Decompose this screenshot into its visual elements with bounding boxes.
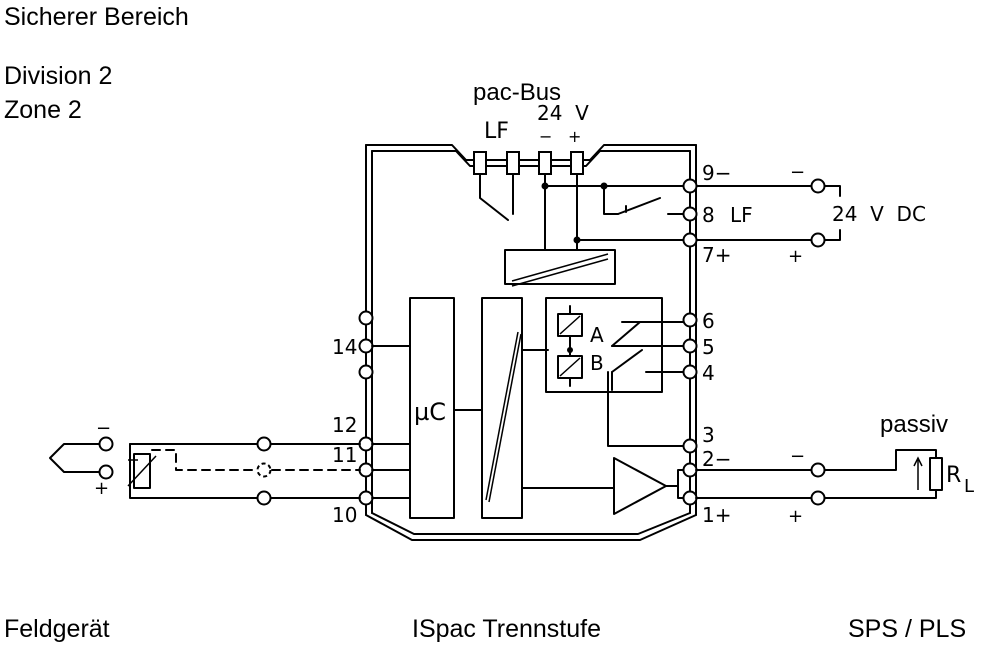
passive-mode-label: passiv xyxy=(880,411,948,438)
terminal-6-label: 6 xyxy=(702,309,715,333)
pac-bus-title: pac-Bus xyxy=(473,79,561,106)
supply-voltage-label: 24 V DC xyxy=(832,202,926,226)
microcontroller-label: µC xyxy=(414,398,446,426)
output-amplifier xyxy=(521,457,691,515)
field-device-label: Feldgerät xyxy=(4,615,110,643)
division-label: Division 2 xyxy=(4,62,112,90)
microcontroller-block: µC xyxy=(409,297,455,519)
field-junction-3 xyxy=(256,490,272,506)
field-plus-label: + xyxy=(94,478,109,499)
terminal-2 xyxy=(682,462,698,478)
relay-to-terminal-3-wire xyxy=(607,371,691,447)
supply-minus-label: − xyxy=(790,162,805,183)
field-junction-1 xyxy=(256,436,272,452)
field-wiring xyxy=(49,443,361,499)
terminal-1-label: 1+ xyxy=(702,503,731,527)
bus-pin-lf1 xyxy=(473,151,487,175)
dc-converter-block xyxy=(504,249,616,287)
terminal-10-label: 10 xyxy=(332,503,357,527)
terminal-9-label: 9− xyxy=(702,161,731,185)
relay-block: A B xyxy=(545,297,691,393)
terminal-8 xyxy=(682,206,698,222)
terminal-10 xyxy=(358,490,374,506)
bus-connector xyxy=(473,151,584,251)
terminal-7 xyxy=(682,232,698,248)
terminal-2-label: 2− xyxy=(702,447,731,471)
output-loop xyxy=(695,449,943,499)
bus-pin-lf2 xyxy=(506,151,520,175)
terminal-11-label: 11 xyxy=(332,443,357,467)
terminal-3-label: 3 xyxy=(702,423,715,447)
plc-label: SPS / PLS xyxy=(848,615,966,643)
terminal-12-label: 12 xyxy=(332,413,357,437)
safe-area-label: Sicherer Bereich xyxy=(4,3,189,31)
bus-plus-label: + xyxy=(568,127,581,146)
terminal-5 xyxy=(682,338,698,354)
field-terminal-plus xyxy=(98,464,114,480)
terminal-4-label: 4 xyxy=(702,361,715,385)
supply-lf-label: LF xyxy=(730,203,753,227)
load-resistor-label: R xyxy=(946,463,961,488)
field-terminal-minus xyxy=(98,436,114,452)
terminal-13 xyxy=(358,310,374,326)
supply-terminal-minus xyxy=(810,178,826,194)
bus-lf-label: LF xyxy=(484,119,509,144)
terminal-11 xyxy=(358,462,374,478)
supply-terminal-plus xyxy=(810,232,826,248)
terminal-9 xyxy=(682,178,698,194)
load-resistor-subscript: L xyxy=(964,476,974,497)
terminal-8-label: 8 xyxy=(702,203,715,227)
terminal-1 xyxy=(682,490,698,506)
galvanic-isolation-block xyxy=(481,297,523,519)
supply-plus-label: + xyxy=(788,246,803,267)
plc-plus-label: + xyxy=(788,506,803,527)
terminal-6 xyxy=(682,312,698,328)
bus-voltage-label: 24 V xyxy=(537,101,589,125)
module-enclosure xyxy=(365,144,697,541)
terminal-12 xyxy=(358,436,374,452)
terminal-15 xyxy=(358,364,374,380)
terminal-14-label: 14 xyxy=(332,335,357,359)
terminal-14 xyxy=(358,338,374,354)
plc-minus-label: − xyxy=(790,446,805,467)
plc-terminal-minus xyxy=(810,462,826,478)
bus-minus-label: − xyxy=(539,127,552,146)
field-minus-label: − xyxy=(96,418,111,439)
isolator-label: ISpac Trennstufe xyxy=(412,615,601,643)
field-junction-2 xyxy=(256,462,272,478)
plc-terminal-plus xyxy=(810,490,826,506)
bus-pin-plus xyxy=(570,151,584,175)
terminal-7-label: 7+ xyxy=(702,243,731,267)
relay-b-label: B xyxy=(590,351,604,375)
bus-pin-minus xyxy=(538,151,552,175)
terminal-4 xyxy=(682,364,698,380)
relay-a-label: A xyxy=(590,323,604,347)
zone-label: Zone 2 xyxy=(4,96,82,124)
terminal-3 xyxy=(682,438,698,454)
terminal-5-label: 5 xyxy=(702,335,715,359)
